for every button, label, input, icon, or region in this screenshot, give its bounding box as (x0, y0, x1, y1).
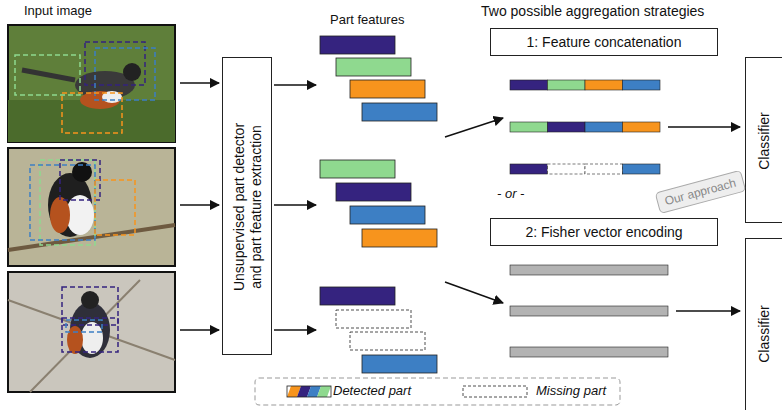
node-text: 1: Feature concatenation (527, 34, 682, 51)
bird-photo (8, 148, 175, 266)
process-box: Unsupervised part detector and part feat… (222, 57, 272, 355)
bird-photo (8, 272, 175, 392)
node-text: Classifier (756, 112, 773, 170)
classifier-box: Classifier (745, 57, 782, 223)
approach-stamp: Our approach (654, 170, 745, 214)
node-text: Classifier (756, 305, 773, 363)
separator-label: - or - (497, 186, 524, 201)
strategy-box: 2: Fisher vector encoding (490, 218, 718, 246)
classifier-box: Classifier (745, 238, 782, 410)
node-text: 2: Fisher vector encoding (525, 224, 682, 241)
legend-swatch (462, 385, 528, 398)
column-heading: Two possible aggregation strategies (481, 3, 704, 19)
fisher-vector (510, 265, 668, 357)
legend-text: Detected part (333, 383, 411, 398)
node-text: Unsupervised part detector and part feat… (231, 112, 265, 302)
concatenated-vector (510, 80, 660, 174)
column-heading: Input image (24, 3, 92, 18)
legend-text: Missing part (536, 383, 606, 398)
part-feature-bar (320, 36, 437, 373)
bird-photo (8, 25, 175, 142)
strategy-box: 1: Feature concatenation (490, 28, 718, 56)
column-heading: Part features (330, 12, 404, 27)
node-text: Our approach (663, 176, 738, 209)
legend-frame (255, 378, 620, 405)
